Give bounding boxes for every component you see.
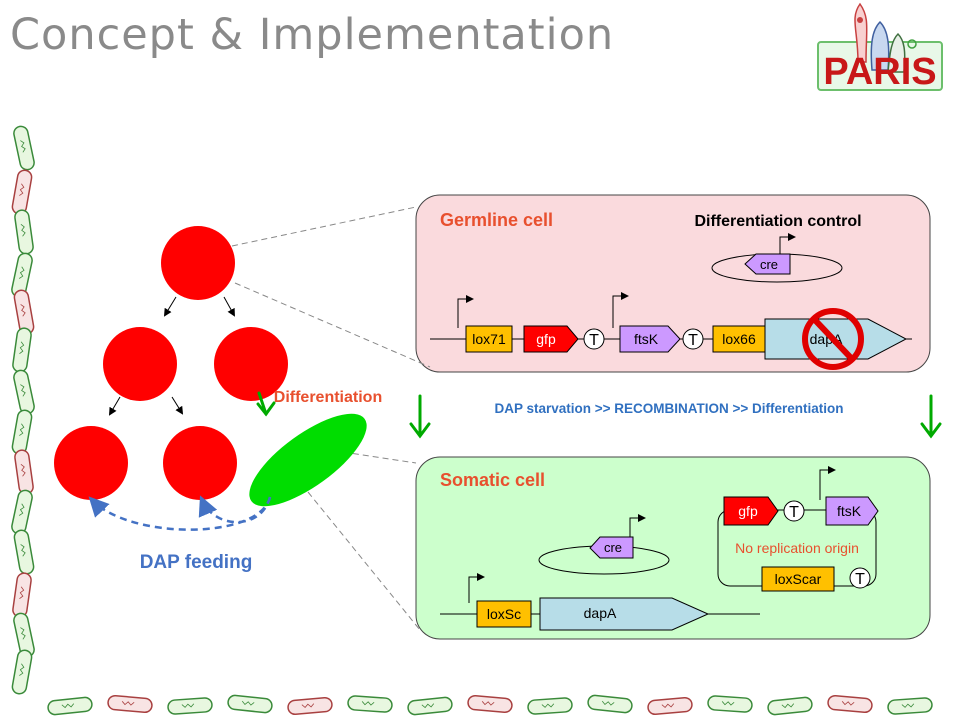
somatic-cell — [249, 413, 367, 507]
connector-bottom — [307, 491, 421, 631]
somatic-terminator2 — [849, 567, 871, 589]
logo-text: PARIS — [823, 51, 936, 93]
germline-cell-top — [161, 226, 235, 300]
somatic-ftsK-label: ftsK — [837, 503, 862, 519]
germline-lox66-label: lox66 — [722, 331, 756, 347]
recombination-arrow-right-icon — [920, 394, 942, 439]
germline-terminator2-label: T — [688, 332, 698, 349]
germline-cre-promoter-icon — [779, 233, 796, 254]
bacteria-border-left — [9, 124, 37, 696]
connector-top-lower — [234, 282, 431, 368]
prohibited-icon — [802, 308, 864, 370]
germline-terminator1 — [583, 328, 605, 350]
differentiation-label: Differentiation — [274, 389, 382, 406]
somatic-cre-label: cre — [604, 540, 622, 555]
connector-bottom-upper — [342, 451, 417, 464]
germline-lox71-label: lox71 — [472, 331, 506, 347]
paris-logo: PARIS — [817, 2, 943, 93]
division-arrow-2 — [223, 296, 235, 317]
germline-promoter2-icon — [612, 292, 629, 328]
dap-feeding-label: DAP feeding — [140, 552, 253, 573]
germline-terminator1-label: T — [589, 332, 599, 349]
somatic-terminator1 — [783, 500, 805, 522]
germline-cre-gene — [744, 253, 791, 275]
germline-gfp-label: gfp — [536, 331, 556, 347]
division-arrow-4 — [171, 396, 184, 415]
dap-starvation-text: DAP starvation >> RECOMBINATION >> Diffe… — [494, 401, 843, 416]
differentiation-arrow-icon — [256, 391, 276, 417]
germline-cell-mid-left — [103, 327, 177, 401]
dap-feeding-arrow-left — [88, 496, 272, 531]
division-arrow-1 — [163, 296, 177, 317]
dap-feeding-arrow-right — [198, 495, 272, 524]
germline-terminator2 — [682, 328, 704, 350]
somatic-dapA — [539, 597, 710, 631]
germline-lox66 — [712, 325, 766, 353]
no-replication-origin-text: No replication origin — [735, 540, 859, 556]
germline-lox71 — [465, 325, 513, 353]
germline-cre-label: cre — [760, 257, 778, 272]
somatic-title: Somatic cell — [440, 470, 545, 490]
somatic-dapA-label: dapA — [584, 605, 617, 621]
germline-title: Germline cell — [440, 210, 553, 230]
germline-gfp — [523, 325, 579, 353]
somatic-loxSc — [476, 600, 532, 628]
differentiation-control-title: Differentiation control — [694, 213, 861, 230]
recombination-arrow-left-icon — [409, 394, 431, 439]
somatic-cre-gene — [589, 536, 634, 559]
somatic-plasmid-promoter-icon — [819, 466, 836, 500]
germline-cell-bottom-left — [54, 426, 128, 500]
somatic-gfp-label: gfp — [738, 503, 758, 519]
germline-cell-bottom-right — [163, 426, 237, 500]
somatic-terminator1-label: T — [789, 504, 799, 521]
somatic-terminator2-label: T — [855, 571, 865, 588]
somatic-ftsK — [825, 496, 879, 526]
germline-ftsK-label: ftsK — [634, 331, 659, 347]
germline-ftsK — [619, 325, 681, 353]
germline-promoter1-icon — [457, 295, 474, 328]
bacteria-border-bottom — [46, 693, 934, 717]
somatic-loxScar-label: loxScar — [775, 571, 822, 587]
somatic-loxSc-label: loxSc — [487, 606, 521, 622]
germline-cell-mid-right — [214, 327, 288, 401]
somatic-panel — [415, 456, 931, 640]
page-title: Concept & Implementation — [10, 10, 615, 60]
somatic-loxScar — [761, 566, 835, 592]
somatic-chromosome-promoter-icon — [468, 573, 485, 603]
somatic-gfp — [723, 496, 779, 526]
connector-top — [231, 206, 417, 247]
division-arrow-3 — [108, 396, 121, 416]
